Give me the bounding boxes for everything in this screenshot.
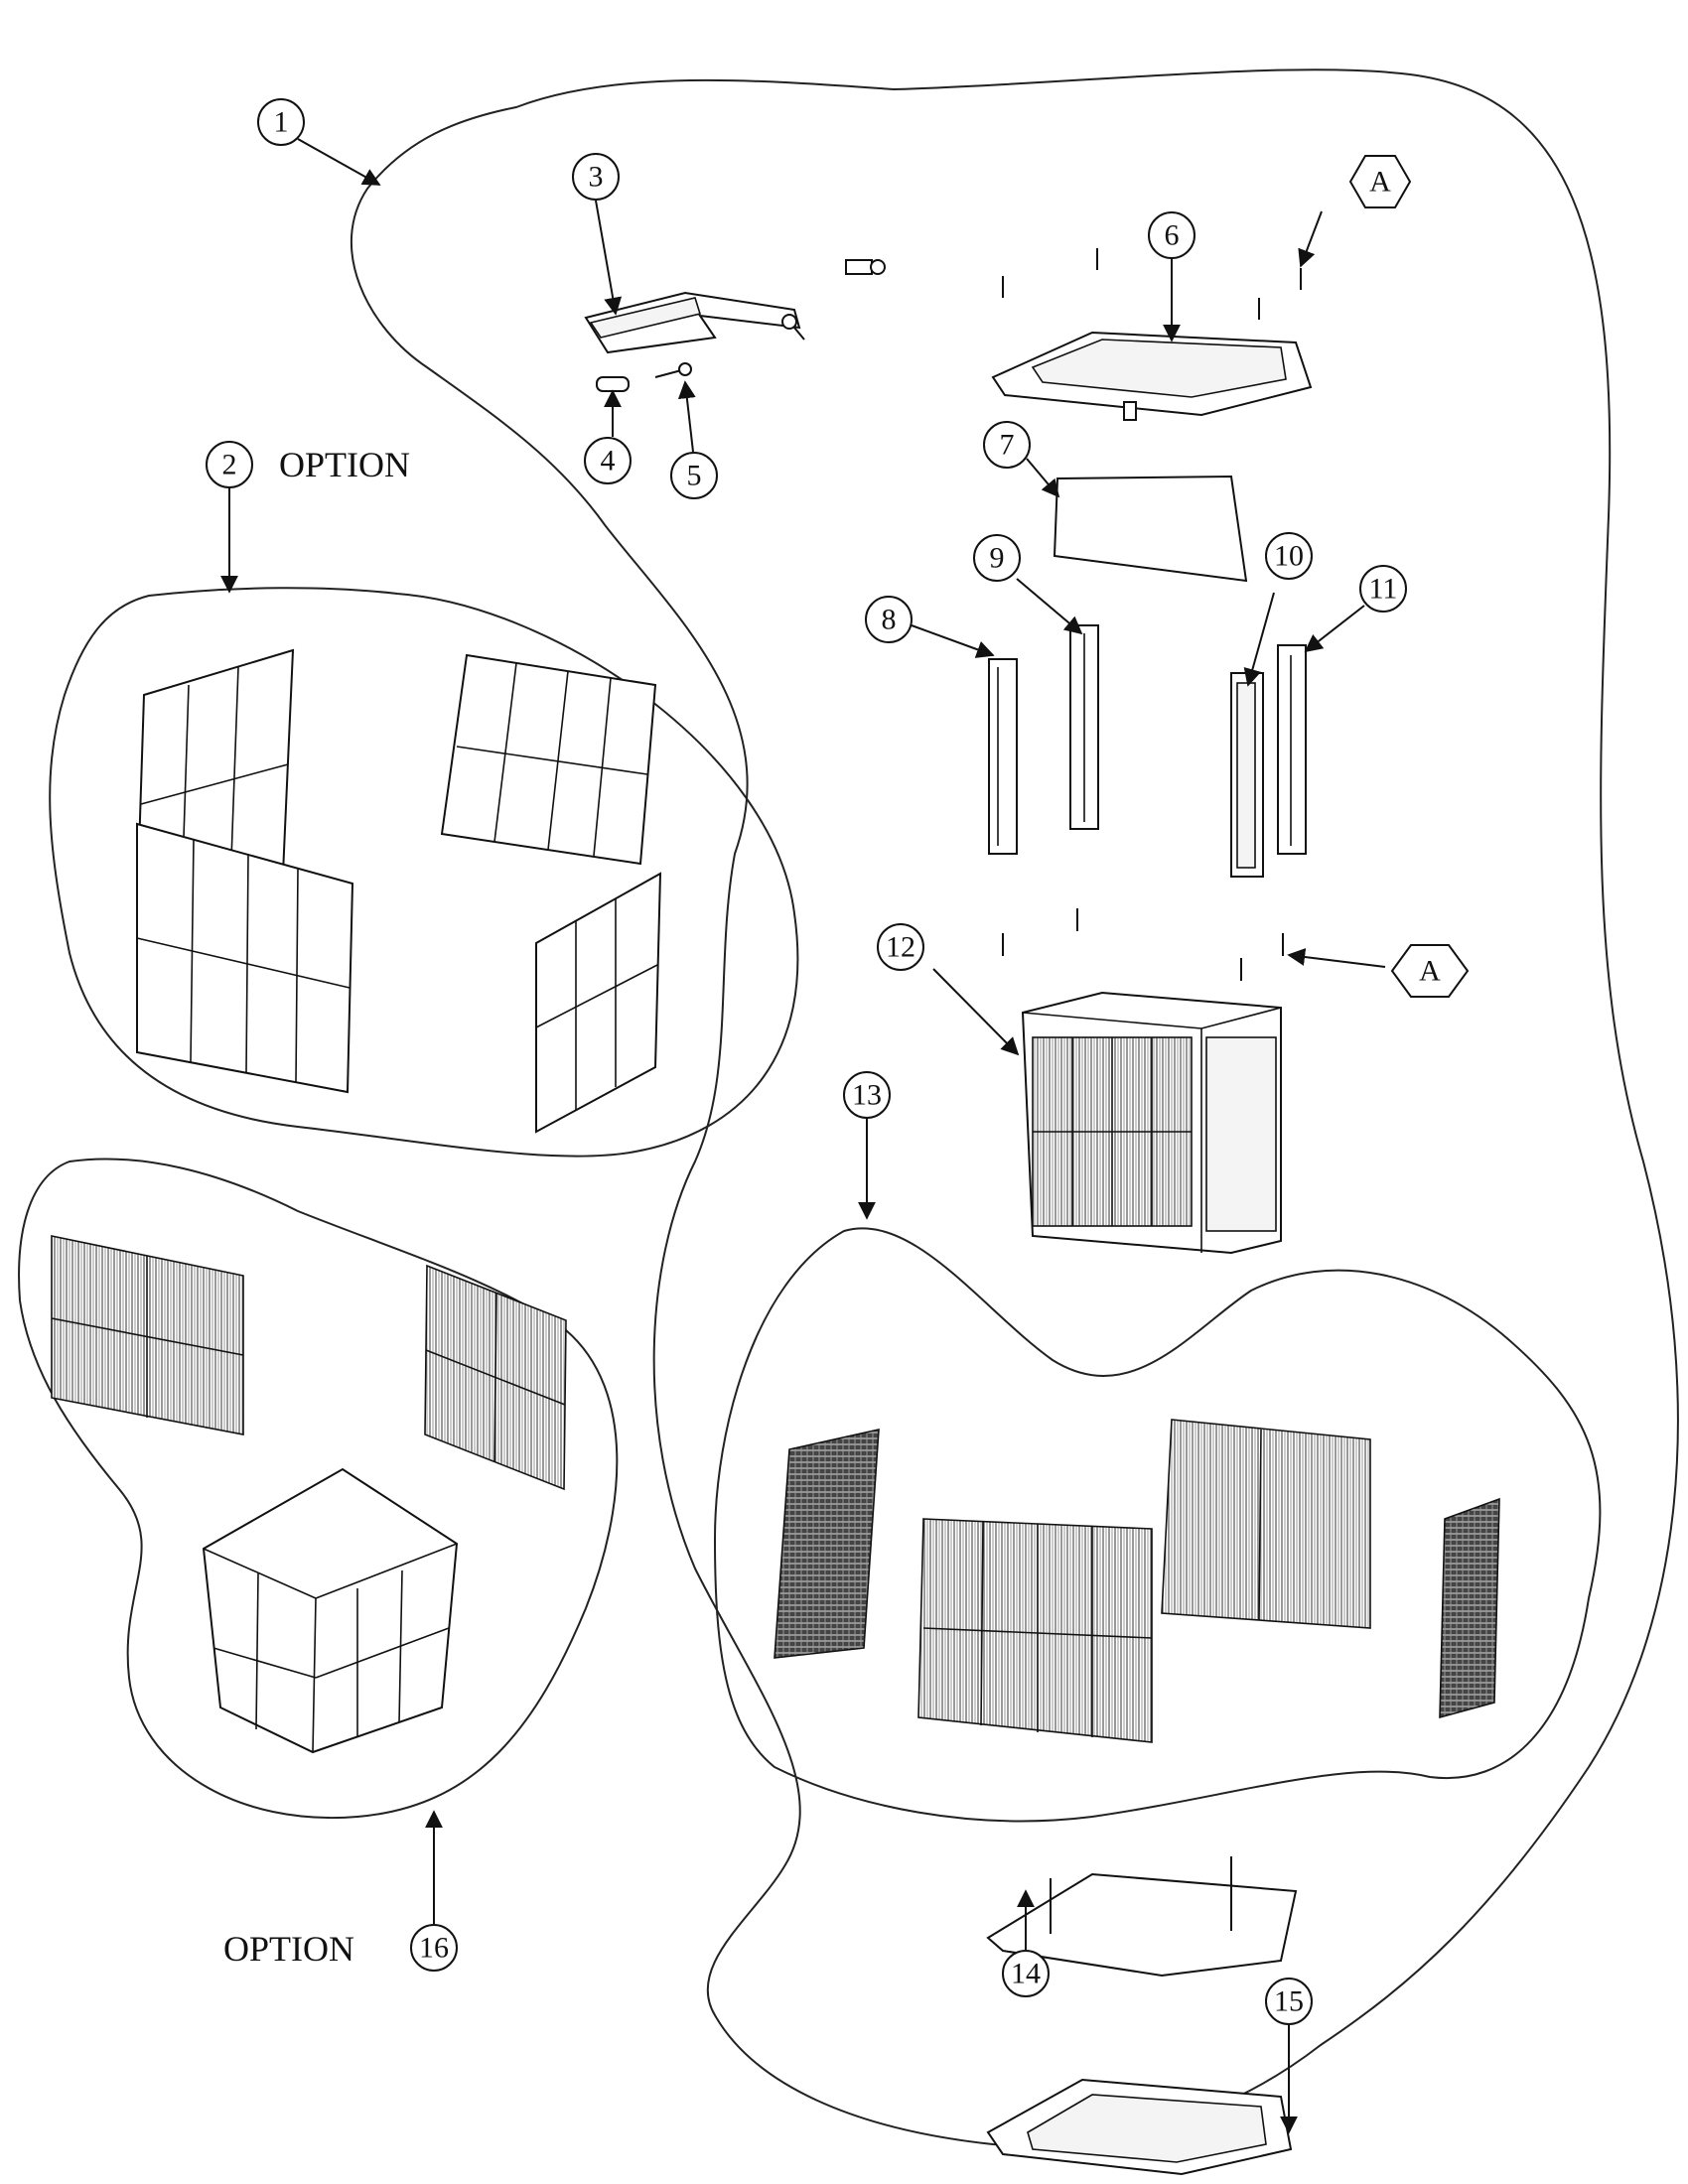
part-option-panels-16 — [51, 1235, 567, 1754]
svg-text:7: 7 — [1000, 429, 1015, 462]
svg-text:11: 11 — [1369, 573, 1398, 606]
svg-text:A: A — [1369, 166, 1391, 199]
option-label-16: OPTION — [223, 1929, 354, 1969]
svg-text:9: 9 — [990, 542, 1005, 575]
svg-text:1: 1 — [274, 106, 289, 139]
callout-1: 1 — [257, 98, 305, 146]
outline-option-16 — [18, 1158, 619, 1820]
callout-14: 14 — [1002, 1950, 1050, 1997]
svg-text:12: 12 — [886, 931, 915, 964]
svg-text:8: 8 — [882, 604, 897, 636]
callout-4: 4 — [584, 437, 632, 484]
part-filter-basket — [1021, 991, 1282, 1255]
option-label-2: OPTION — [279, 445, 410, 484]
part-rail-8 — [988, 658, 1018, 855]
svg-text:16: 16 — [419, 1932, 449, 1965]
part-option-panels-2 — [135, 648, 662, 1134]
svg-text:6: 6 — [1165, 219, 1180, 252]
part-spring — [654, 362, 692, 378]
svg-text:4: 4 — [601, 445, 616, 478]
svg-text:2: 2 — [222, 449, 237, 481]
part-top-frame — [991, 331, 1313, 421]
svg-text:15: 15 — [1274, 1985, 1304, 2018]
callout-2: 2 — [206, 441, 253, 488]
part-bottom-tray — [986, 2078, 1293, 2176]
callout-11: 11 — [1359, 565, 1407, 613]
svg-text:5: 5 — [687, 460, 702, 492]
outline-assembly-1 — [351, 68, 1679, 2147]
svg-text:13: 13 — [852, 1079, 882, 1112]
part-inner-cover — [1053, 475, 1248, 583]
svg-text:A: A — [1419, 955, 1441, 988]
callout-8: 8 — [865, 596, 913, 643]
part-mesh-panels-13 — [774, 1419, 1500, 1743]
callout-9: 9 — [973, 534, 1021, 582]
leader-lines — [220, 138, 1386, 2134]
callout-3: 3 — [572, 153, 620, 201]
part-bottom-plate — [986, 1856, 1298, 1978]
svg-text:10: 10 — [1274, 540, 1304, 573]
callout-6: 6 — [1148, 211, 1196, 259]
svg-text:14: 14 — [1011, 1958, 1041, 1990]
callout-16: 16 — [410, 1924, 458, 1972]
hex-label-a-middle: A — [1390, 944, 1470, 998]
callout-15: 15 — [1265, 1978, 1313, 2025]
outline-assembly-13 — [713, 1227, 1602, 1823]
screws-top — [1002, 248, 1302, 320]
callout-10: 10 — [1265, 532, 1313, 580]
callout-12: 12 — [877, 923, 924, 971]
part-clip — [596, 376, 630, 392]
screws-middle — [1002, 908, 1284, 981]
callout-7: 7 — [983, 421, 1031, 469]
outline-option-2 — [49, 587, 799, 1158]
callout-13: 13 — [843, 1071, 891, 1119]
part-rail-10 — [1230, 672, 1264, 878]
part-pin — [845, 259, 886, 275]
hex-label-a-top: A — [1348, 155, 1412, 208]
part-rail-11 — [1277, 644, 1307, 855]
callout-5: 5 — [670, 452, 718, 499]
part-handle — [584, 291, 805, 354]
part-rail-9 — [1069, 624, 1099, 830]
svg-text:3: 3 — [589, 161, 604, 194]
